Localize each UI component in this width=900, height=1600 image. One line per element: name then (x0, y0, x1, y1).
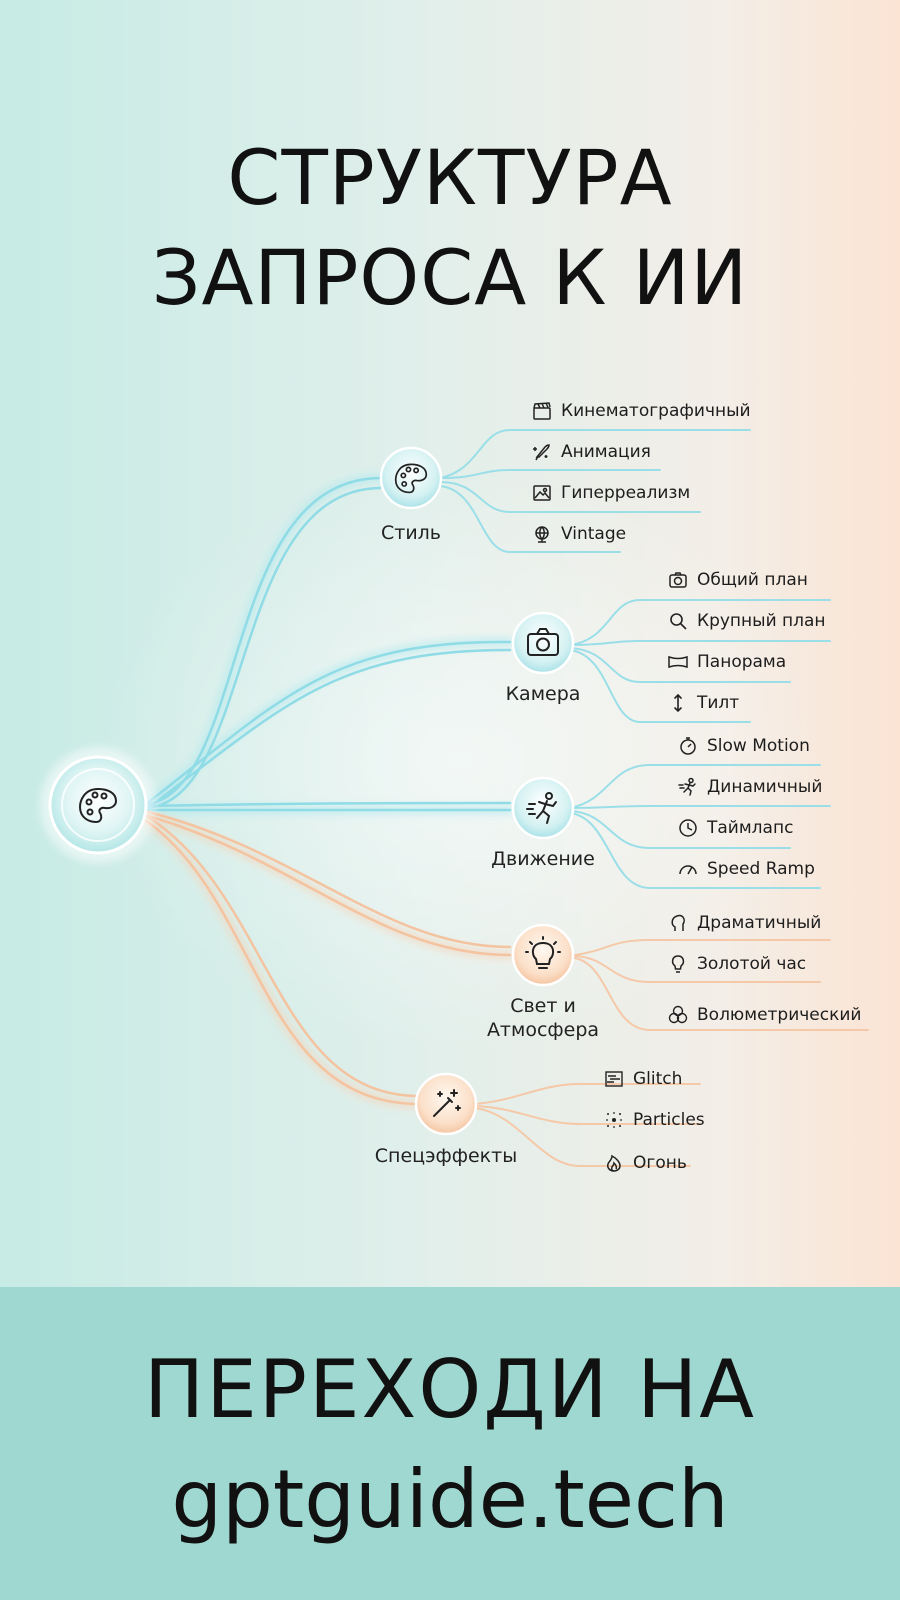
branch-node-camera[interactable] (511, 611, 575, 675)
root-node[interactable] (40, 747, 156, 863)
leaf-label: Glitch (633, 1069, 683, 1089)
speedometer-icon (677, 858, 699, 880)
palette-icon (394, 463, 428, 494)
leaf-volumetric[interactable]: Волюметрический (667, 1004, 861, 1026)
leaf-hyperrealism[interactable]: Гиперреализм (531, 482, 690, 504)
image-icon (531, 482, 553, 504)
leaf-timelapse[interactable]: Таймлапс (677, 817, 793, 839)
leaf-label: Slow Motion (707, 736, 810, 756)
panorama-icon (667, 651, 689, 673)
leaf-label: Анимация (561, 442, 651, 462)
silhouette-icon (667, 912, 689, 934)
leaf-label: Гиперреализм (561, 483, 691, 503)
flame-icon (603, 1152, 625, 1174)
leaf-label: Speed Ramp (707, 859, 815, 879)
leaf-fire[interactable]: Огонь (603, 1152, 687, 1174)
leaf-animation[interactable]: Анимация (531, 441, 651, 463)
glitch-icon (603, 1068, 625, 1090)
leaf-glitch[interactable]: Glitch (603, 1068, 682, 1090)
leaf-label: Тилт (697, 693, 740, 713)
leaf-label: Панорама (697, 652, 787, 672)
leaf-label: Волюметрический (697, 1005, 862, 1025)
leaf-label: Огонь (633, 1153, 687, 1173)
branch-label-style: Стиль (380, 522, 442, 544)
leaf-label: Драматичный (697, 913, 822, 933)
leaf-panorama[interactable]: Панорама (667, 651, 786, 673)
leaf-label: Общий план (697, 570, 808, 590)
footer-banner (0, 1287, 900, 1600)
stopwatch-icon (677, 735, 699, 757)
leaf-vintage[interactable]: Vintage (531, 523, 626, 545)
cta-line1: ПЕРЕХОДИ НА (144, 1343, 756, 1436)
leaf-dramatic[interactable]: Драматичный (667, 912, 821, 934)
globe-icon (531, 523, 553, 545)
leaf-label: Динамичный (707, 777, 823, 797)
vertical-arrows-icon (667, 692, 689, 714)
leaf-label: Particles (633, 1110, 705, 1130)
camera-icon (527, 628, 559, 656)
leaf-wide-shot[interactable]: Общий план (667, 569, 808, 591)
clock-icon (677, 817, 699, 839)
leaf-particles[interactable]: Particles (603, 1109, 705, 1131)
clapperboard-icon (531, 400, 553, 422)
page-title-line1: СТРУКТУРА (227, 133, 673, 222)
particles-icon (603, 1109, 625, 1131)
leaf-close-up[interactable]: Крупный план (667, 610, 826, 632)
leaf-cinematic[interactable]: Кинематографичный (531, 400, 751, 422)
cta-link[interactable]: gptguide.tech (171, 1453, 729, 1546)
leaf-label: Золотой час (697, 954, 807, 974)
running-person-icon (677, 776, 699, 798)
sparkle-rocket-icon (531, 441, 553, 463)
leaf-label: Крупный план (697, 611, 826, 631)
leaf-label: Кинематографичный (561, 401, 751, 421)
page-title-line2: ЗАПРОСА К ИИ (151, 233, 749, 322)
leaf-label: Vintage (561, 524, 627, 544)
mind-map (40, 429, 869, 1167)
volume-spheres-icon (667, 1004, 689, 1026)
branch-node-light[interactable] (511, 923, 575, 987)
magic-wand-icon (433, 1089, 461, 1117)
branch-label-motion: Движение (491, 848, 595, 870)
root-connectors (140, 473, 515, 1109)
camera-icon (667, 569, 689, 591)
branch-node-effects[interactable] (414, 1072, 478, 1136)
lightbulb-icon (667, 953, 689, 975)
leaf-slow-motion[interactable]: Slow Motion (677, 735, 810, 757)
running-person-icon (526, 792, 557, 824)
leaf-golden-hour[interactable]: Золотой час (667, 953, 806, 975)
lightbulb-icon (525, 936, 561, 969)
leaf-label: Таймлапс (707, 818, 794, 838)
branch-label-light-line2: Атмосфера (486, 1019, 600, 1041)
branch-node-style[interactable] (379, 446, 443, 510)
branch-label-camera: Камера (505, 683, 581, 705)
leaf-dynamic[interactable]: Динамичный (677, 776, 822, 798)
branch-label-effects: Спецэффекты (374, 1145, 518, 1167)
leaf-tilt[interactable]: Тилт (667, 692, 739, 714)
branch-label-light-line1: Свет и (510, 995, 576, 1017)
palette-icon (78, 787, 118, 824)
leaf-speed-ramp[interactable]: Speed Ramp (677, 858, 815, 880)
magnifier-icon (667, 610, 689, 632)
leaf-connectors (439, 429, 869, 1167)
branch-node-motion[interactable] (511, 776, 575, 840)
